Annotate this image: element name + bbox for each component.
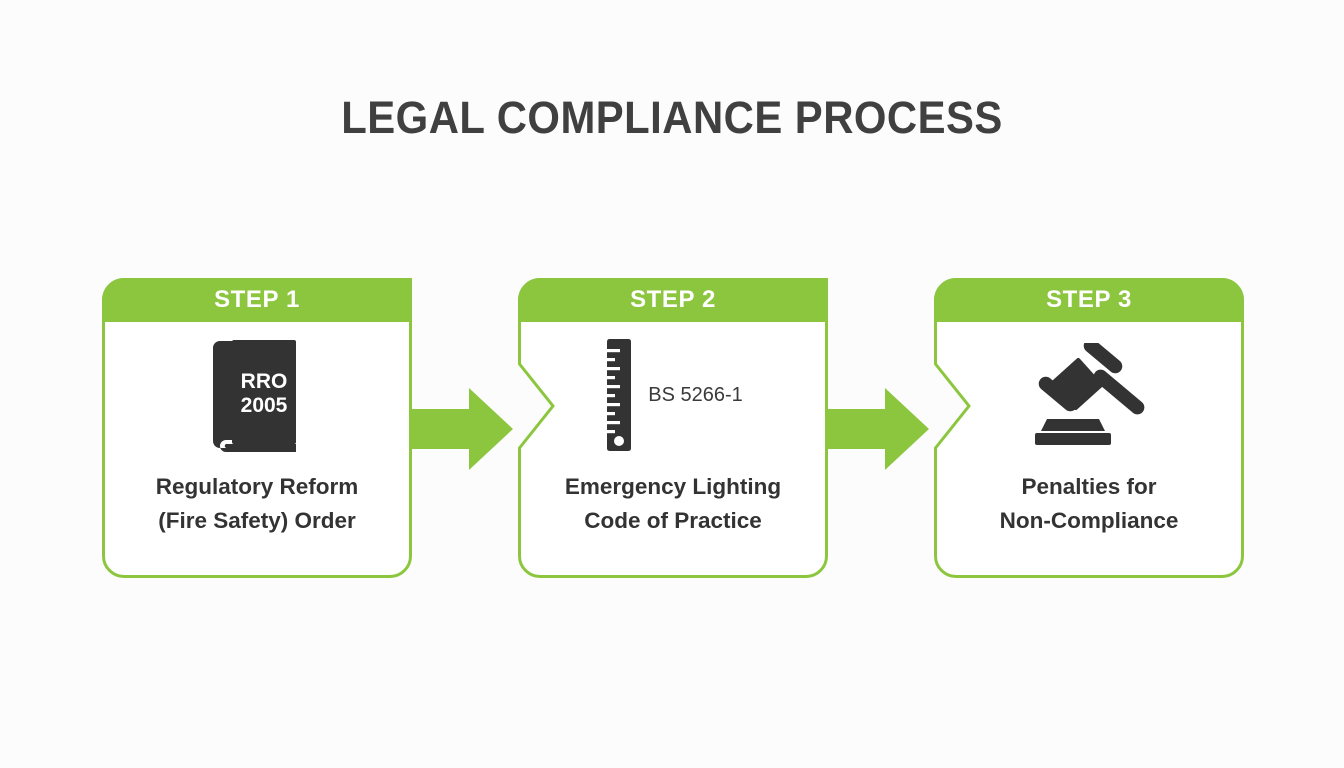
ruler-icon-label: BS 5266-1 [648, 383, 743, 406]
book-icon-line1: RRO [241, 370, 288, 393]
step-card-1-body: RRO 2005 Regulatory Reform (Fire Safety)… [102, 322, 412, 578]
step-card-3-caption: Penalties for Non-Compliance [934, 470, 1244, 539]
arrow-step1-to-step2 [412, 382, 532, 476]
step-card-3-caption-line1: Penalties for [1021, 474, 1157, 499]
step-card-3-icon-zone [934, 330, 1244, 460]
arrow-step2-to-step3 [828, 382, 948, 476]
arrow-right-icon [412, 388, 513, 470]
step-card-2-frame [518, 278, 828, 578]
step-card-1-caption-line1: Regulatory Reform [155, 474, 359, 499]
process-flow: STEP 1 RRO 2005 Regulatory Reform (Fire … [0, 278, 1344, 583]
step-card-1-caption-line2: (Fire Safety) Order [158, 508, 356, 534]
step-card-2-caption-line2: Code of Practice [584, 508, 762, 534]
step-card-3-header: STEP 3 [1046, 286, 1132, 313]
step-card-1-caption: Regulatory Reform (Fire Safety) Order [102, 470, 412, 539]
step-card-2-caption-line1: Emergency Lighting [564, 474, 782, 499]
book-icon-line2: 2005 [241, 394, 288, 417]
gavel-icon [1035, 343, 1145, 445]
step-card-2-header: STEP 2 [630, 286, 716, 313]
step-card-3-caption-line2: Non-Compliance [999, 508, 1179, 534]
ruler-icon [607, 339, 632, 451]
step-card-1[interactable]: STEP 1 RRO 2005 Regulatory Reform (Fire … [102, 278, 412, 578]
arrow-right-icon [828, 388, 929, 470]
step-card-3[interactable]: STEP 3 [934, 278, 1244, 578]
step-card-2[interactable]: STEP 2 [518, 278, 828, 578]
step-card-2-icon-zone: BS 5266-1 [518, 330, 828, 460]
step-card-3-body: Penalties for Non-Compliance [934, 322, 1244, 578]
book-icon: RRO 2005 [213, 340, 296, 452]
page-title: LEGAL COMPLIANCE PROCESS [341, 92, 1003, 143]
step-card-2-body: BS 5266-1 Emergency Lighting Code of Pra… [518, 322, 828, 578]
step-card-2-caption: Emergency Lighting Code of Practice [518, 470, 828, 539]
step-card-1-header: STEP 1 [214, 286, 300, 313]
step-card-1-icon-zone: RRO 2005 [102, 330, 412, 460]
